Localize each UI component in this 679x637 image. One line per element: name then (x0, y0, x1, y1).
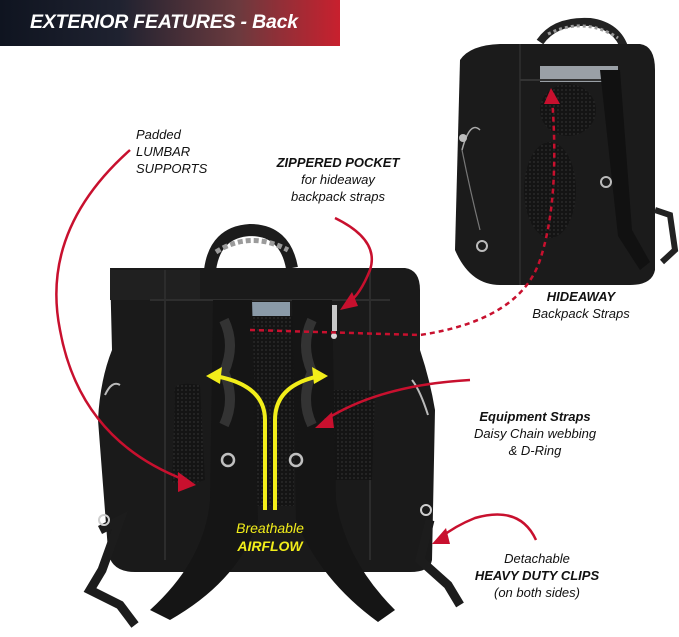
red-curved-arrow-straps-icon (315, 378, 471, 428)
callout-equipment-straps-title: Equipment Straps (479, 409, 591, 424)
callout-hideaway: HIDEAWAY Backpack Straps (516, 288, 646, 322)
callout-zippered-pocket-line1: for hideaway (301, 172, 375, 187)
red-curved-arrow-lumbar-icon (55, 149, 196, 492)
callout-clips-line2: (on both sides) (494, 585, 580, 600)
callout-lumbar-supports: Padded LUMBAR SUPPORTS (136, 126, 207, 177)
callout-clips-line1: Detachable (504, 551, 570, 566)
callout-zippered-pocket: ZIPPERED POCKET for hideaway backpack st… (268, 154, 408, 205)
red-dotted-arrow-hideaway-icon (249, 88, 560, 337)
callout-zippered-pocket-line2: backpack straps (291, 189, 385, 204)
callout-heavy-duty-clips: Detachable HEAVY DUTY CLIPS (on both sid… (462, 550, 612, 601)
callout-airflow-title: AIRFLOW (237, 538, 303, 554)
callout-airflow-line1: Breathable (236, 520, 304, 536)
yellow-airflow-arrows-icon (206, 367, 328, 510)
callout-lumbar-line1: Padded (136, 127, 181, 142)
small-backpack-image (455, 17, 679, 285)
header-banner: EXTERIOR FEATURES - Back (0, 0, 340, 46)
callout-equipment-straps: Equipment Straps Daisy Chain webbing & D… (460, 408, 610, 459)
callout-breathable-airflow: Breathable AIRFLOW (222, 519, 318, 555)
callout-zippered-pocket-title: ZIPPERED POCKET (276, 155, 400, 170)
red-curved-arrow-pocket-icon (334, 216, 373, 310)
callout-hideaway-line1: Backpack Straps (532, 306, 630, 321)
callout-lumbar-line2: LUMBAR (136, 144, 191, 159)
callout-equipment-straps-line1: Daisy Chain webbing (473, 426, 597, 441)
red-curved-arrow-clips-icon (432, 513, 538, 544)
callout-clips-title: HEAVY DUTY CLIPS (474, 568, 600, 583)
callout-equipment-straps-line2: & D-Ring (508, 443, 562, 458)
callout-lumbar-line3: SUPPORTS (136, 161, 208, 176)
banner-title: EXTERIOR FEATURES - Back (30, 11, 298, 33)
callout-hideaway-title: HIDEAWAY (546, 289, 616, 304)
